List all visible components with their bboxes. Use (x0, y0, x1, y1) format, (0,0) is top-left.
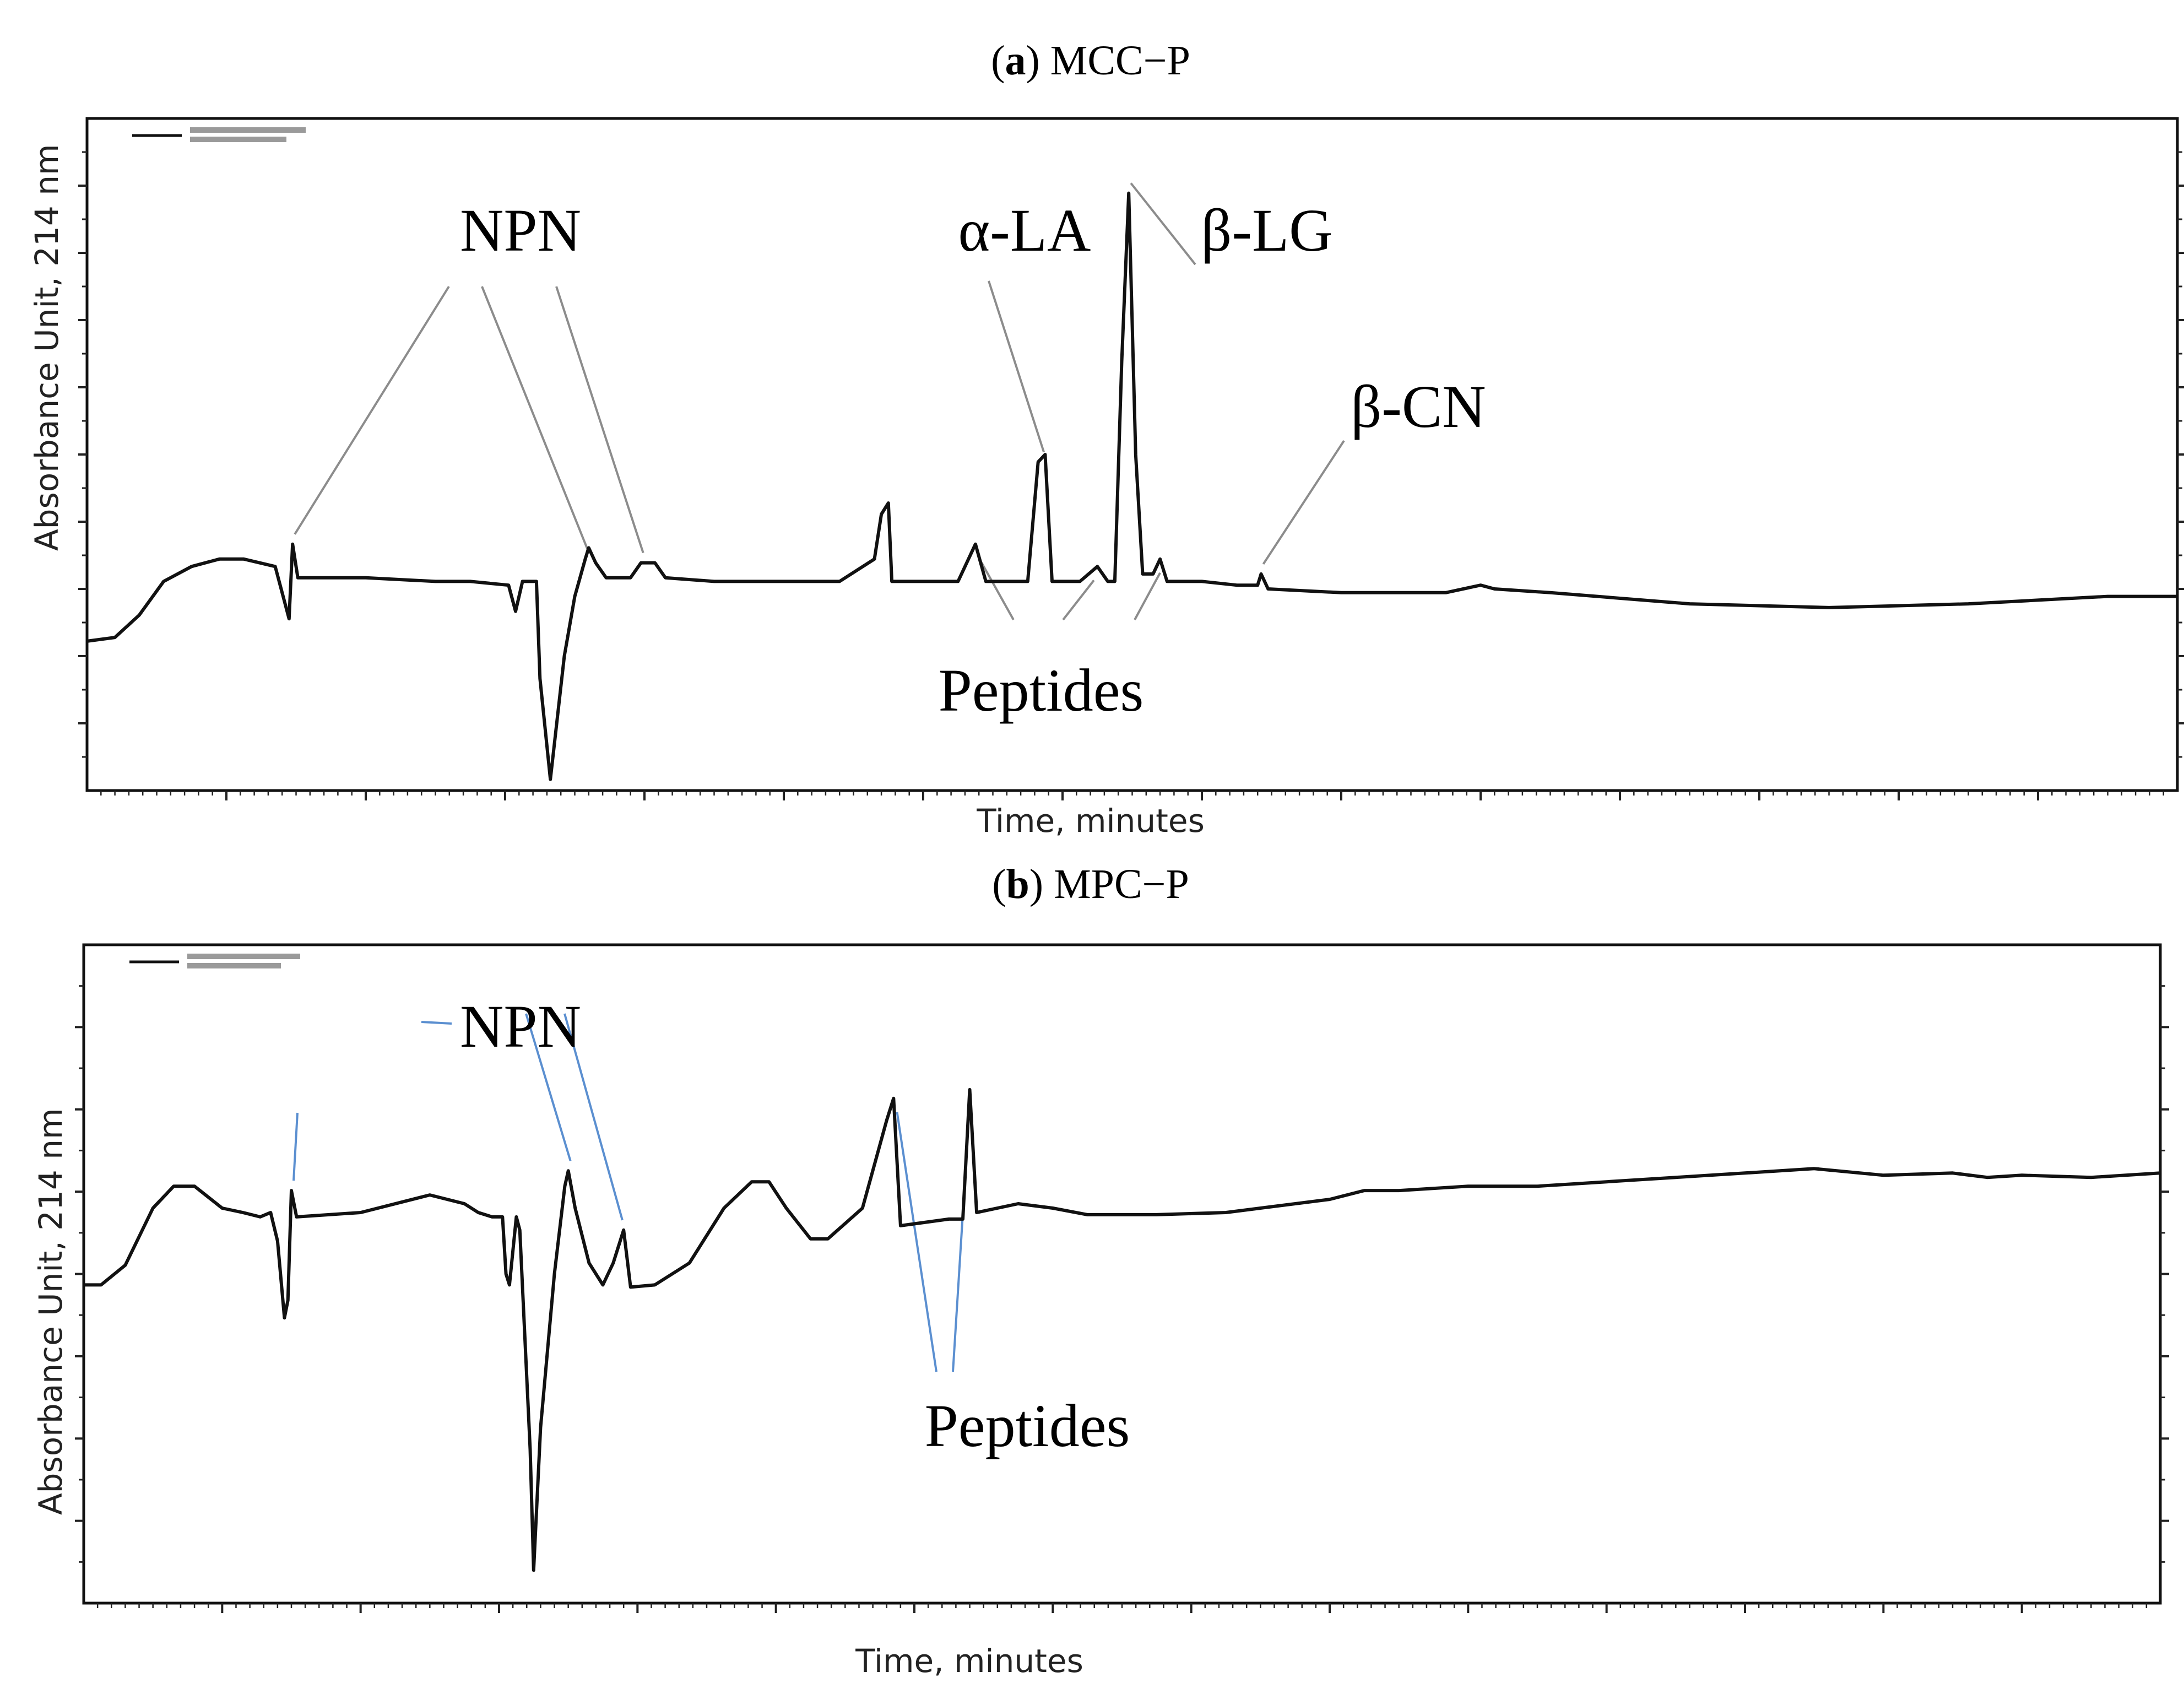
annotation-leader-line (481, 286, 589, 550)
panel-b-y-axis-label: Absorbance Unit, 214 nm (32, 1108, 69, 1515)
annotation-beta-cn: β-CN (1351, 373, 1486, 440)
panel-b-legend-text-blur-2 (187, 963, 281, 968)
panel-b-x-ticks (96, 1603, 2148, 1613)
annotation-leader-line (563, 1013, 624, 1221)
annotation-leader-line (555, 286, 644, 554)
panel-a-title: (a) MCC−P (991, 37, 1190, 84)
panel-a-x-ticks (100, 791, 2164, 800)
annotation-peptides-b: Peptides (925, 1392, 1130, 1459)
panel-a-series-line (86, 191, 2177, 781)
annotation-leader-line (1262, 440, 1345, 565)
panel-a-legend (132, 127, 306, 142)
annotation-leader-line (421, 1021, 452, 1025)
annotation-leader-line (1130, 182, 1196, 266)
annotation-leader-line (1062, 580, 1095, 621)
panel-b-title: (b) MPC−P (992, 861, 1189, 907)
panel-b-legend (129, 954, 300, 968)
annotation-leader-line (896, 1112, 937, 1372)
annotation-alpha-la: α-LA (958, 197, 1091, 264)
panel-b-y-ticks (75, 985, 2169, 1563)
panel-a-letter: a (1005, 37, 1026, 84)
panel-b-series-line (84, 1087, 2161, 1572)
annotation-leader-line (525, 1013, 572, 1161)
panel-a-legend-text-blur-2 (190, 137, 286, 142)
panel-a-y-axis-label: Absorbance Unit, 214 nm (28, 144, 66, 551)
panel-a-title-text: MCC−P (1050, 37, 1190, 84)
panel-a-x-axis-label: Time, minutes (976, 802, 1205, 840)
annotation-peptides-a: Peptides (939, 657, 1144, 724)
annotation-npn-b: NPN (460, 993, 581, 1060)
panel-a-y-ticks (78, 151, 2184, 758)
annotation-npn-a: NPN (460, 197, 581, 264)
panel-b-title-text: MPC−P (1054, 861, 1189, 907)
annotation-leader-line (1134, 572, 1161, 620)
panel-b-plot-frame (82, 943, 2162, 1605)
annotation-leader-line (294, 285, 450, 535)
panel-a: (a) MCC−P Absorbance Unit, 214 nm Time, … (28, 37, 2184, 840)
panel-a-legend-text-blur (190, 127, 306, 133)
annotation-leader-line (978, 557, 1015, 620)
annotation-beta-lg: β-LG (1201, 197, 1332, 264)
panel-b-x-axis-label: Time, minutes (855, 1642, 1083, 1680)
panel-a-annotation-leaders (294, 182, 1345, 621)
panel-b: (b) MPC−P Absorbance Unit, 214 nm Time, … (32, 861, 2169, 1680)
annotation-leader-line (988, 280, 1045, 453)
annotation-leader-line (292, 1112, 299, 1181)
panel-b-legend-text-blur (187, 954, 300, 959)
panel-b-letter: b (1006, 861, 1029, 907)
